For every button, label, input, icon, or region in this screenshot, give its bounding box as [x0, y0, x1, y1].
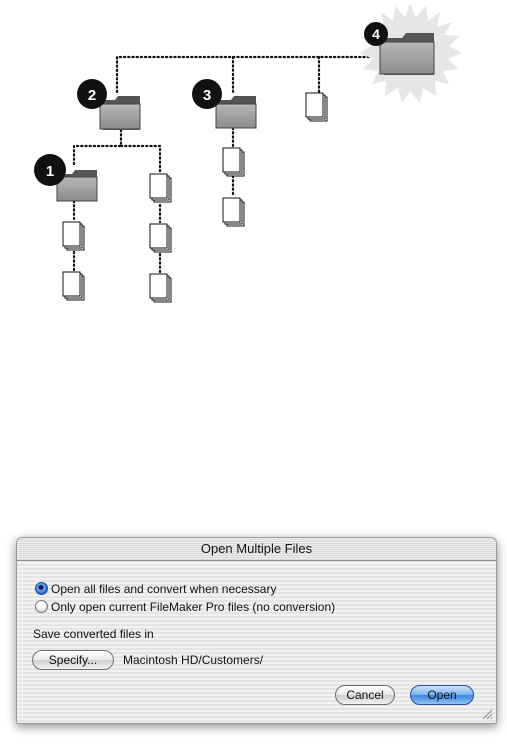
marker-2-badge: 2	[77, 79, 107, 109]
document-icon	[149, 273, 172, 303]
option-open-all-label: Open all files and convert when necessar…	[51, 582, 277, 596]
folder-2-icon	[99, 96, 141, 130]
folder-3-icon	[215, 96, 257, 129]
dialog-title: Open Multiple Files	[17, 538, 496, 561]
resize-grip-icon[interactable]	[481, 708, 493, 720]
option-only-current-label: Only open current FileMaker Pro files (n…	[51, 600, 336, 614]
document-icon	[222, 197, 245, 227]
document-icon	[149, 173, 172, 203]
option-open-all-convert[interactable]: Open all files and convert when necessar…	[35, 581, 276, 597]
document-icon	[62, 271, 85, 301]
marker-4-label: 4	[372, 26, 380, 42]
open-button[interactable]: Open	[410, 685, 474, 705]
document-icon	[222, 147, 245, 177]
save-path: Macintosh HD/Customers/	[123, 653, 264, 667]
folder-1-icon	[56, 170, 98, 202]
save-converted-label: Save converted files in	[33, 627, 154, 641]
marker-2-label: 2	[88, 87, 96, 104]
cancel-button[interactable]: Cancel	[335, 685, 395, 705]
radio-unselected-icon[interactable]	[35, 600, 48, 613]
marker-1-badge: 1	[34, 154, 66, 186]
folder-hierarchy-diagram: 4 2 3 1	[34, 4, 462, 303]
folder-4-icon	[379, 33, 435, 75]
document-icon	[62, 221, 85, 251]
open-multiple-files-dialog: Open Multiple Files Open all files and c…	[16, 537, 497, 724]
option-only-current[interactable]: Only open current FileMaker Pro files (n…	[35, 599, 335, 615]
marker-4-badge: 4	[364, 22, 388, 46]
marker-3-label: 3	[203, 87, 211, 104]
document-icon	[149, 223, 172, 253]
document-icon	[305, 92, 328, 122]
radio-selected-icon[interactable]	[35, 582, 48, 595]
specify-button[interactable]: Specify...	[32, 650, 114, 670]
marker-3-badge: 3	[192, 79, 222, 109]
marker-1-label: 1	[46, 163, 54, 180]
